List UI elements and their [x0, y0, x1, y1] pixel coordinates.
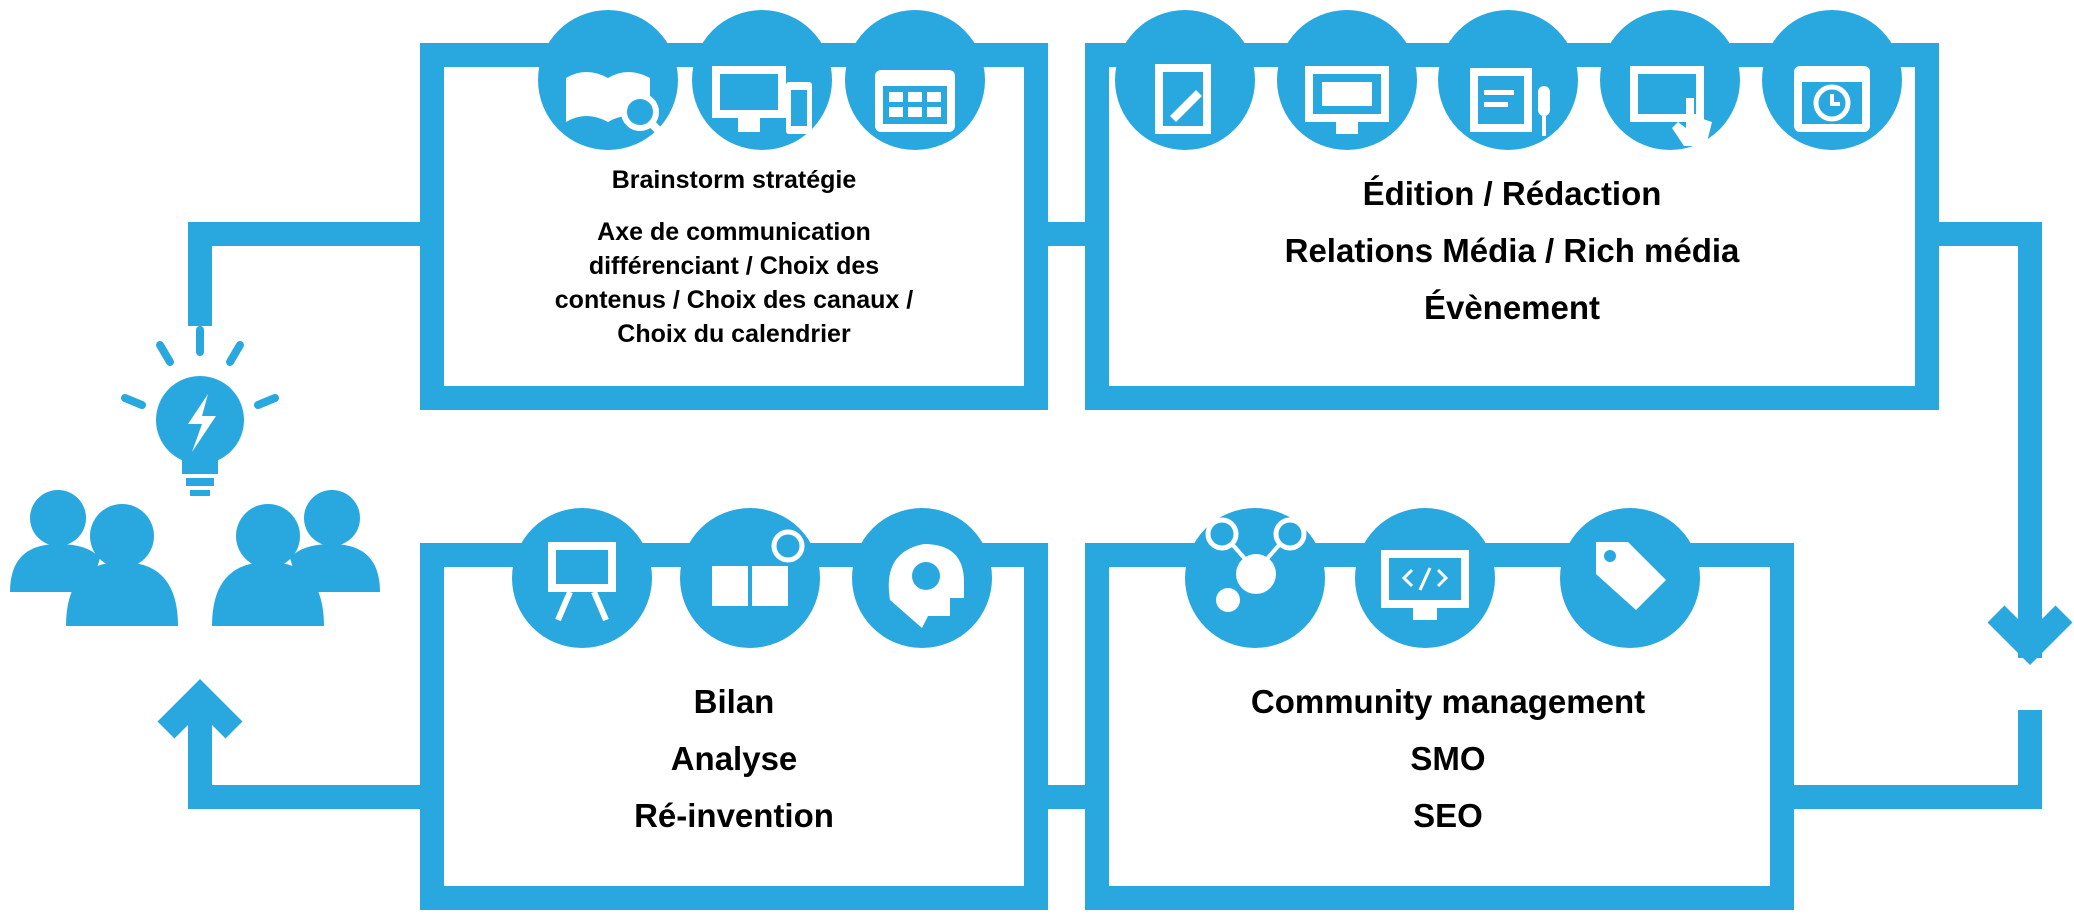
calendar-icon [845, 10, 985, 150]
head-brain-icon [852, 508, 992, 648]
box-edition-line: Évènement [1423, 289, 1601, 326]
lightbulb-icon [121, 326, 279, 496]
connector-right-top [1927, 222, 2042, 658]
box-community-line: Community management [1250, 683, 1646, 720]
social-network-icon [1185, 508, 1325, 648]
brainstorm-icons [538, 10, 985, 150]
document-edit-icon [1115, 10, 1255, 150]
open-book-icon [680, 508, 820, 648]
box-edition-line: Relations Média / Rich média [1284, 232, 1740, 269]
box-community-line: SMO [1410, 740, 1486, 777]
microphone-text-icon [1438, 10, 1578, 150]
edition-icons [1115, 10, 1902, 150]
arrow-up-head [157, 679, 243, 739]
bilan-icons [512, 508, 992, 648]
connector-left-top [188, 222, 432, 326]
connector-left-bottom [188, 702, 432, 809]
box-edition-line: Édition / Rédaction [1362, 175, 1662, 212]
touch-screen-icon [1600, 10, 1740, 150]
box-bilan-text: Bilan Analyse Ré-invention [470, 673, 998, 844]
community-icons [1185, 508, 1700, 648]
team-people-icon [10, 490, 380, 626]
calendar-clock-icon [1762, 10, 1902, 150]
arrow-down-head [1987, 605, 2073, 665]
box-brainstorm-title: Brainstorm stratégie [611, 166, 857, 194]
box-community-line: SEO [1413, 797, 1483, 834]
desktop-mobile-icon [692, 10, 832, 150]
box-edition-text: Édition / Rédaction Relations Média / Ri… [1140, 165, 1884, 336]
box-brainstorm-line: contenus / Choix des canaux / [554, 286, 914, 314]
box-brainstorm-text: Brainstorm stratégie Axe de communicatio… [470, 163, 998, 351]
code-monitor-icon [1355, 508, 1495, 648]
price-tag-icon [1560, 508, 1700, 648]
connector-right-bottom [1782, 710, 2042, 809]
box-brainstorm-line: Choix du calendrier [617, 320, 851, 348]
team-idea-icon [10, 326, 380, 626]
presentation-board-icon [512, 508, 652, 648]
box-bilan-line: Analyse [670, 740, 798, 777]
box-brainstorm-line: Axe de communication [597, 218, 871, 246]
box-bilan-line: Bilan [693, 683, 775, 720]
monitor-icon [1277, 10, 1417, 150]
box-brainstorm-line: différenciant / Choix des [588, 252, 880, 280]
box-bilan-line: Ré-invention [634, 797, 834, 834]
box-community-text: Community management SMO SEO [1140, 673, 1756, 844]
book-search-icon [538, 10, 678, 150]
